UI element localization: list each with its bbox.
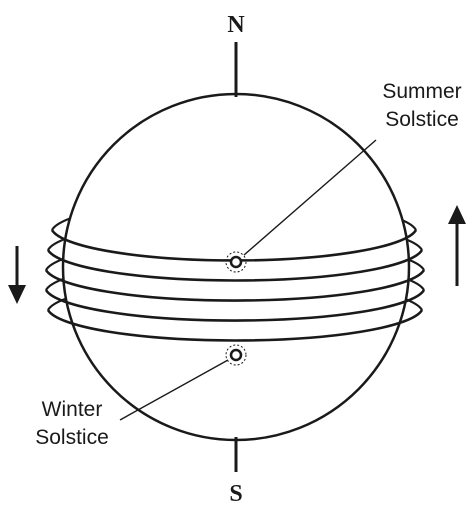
north-label: N xyxy=(227,12,245,38)
winter-label-line2: Solstice xyxy=(35,426,109,449)
summer-label-line2: Solstice xyxy=(385,108,459,131)
arrow-down-icon xyxy=(8,246,26,304)
south-label: S xyxy=(229,481,242,507)
winter-label-line1: Winter xyxy=(42,398,103,421)
summer-label-line1: Summer xyxy=(382,80,461,103)
arrow-up-icon xyxy=(448,205,466,286)
